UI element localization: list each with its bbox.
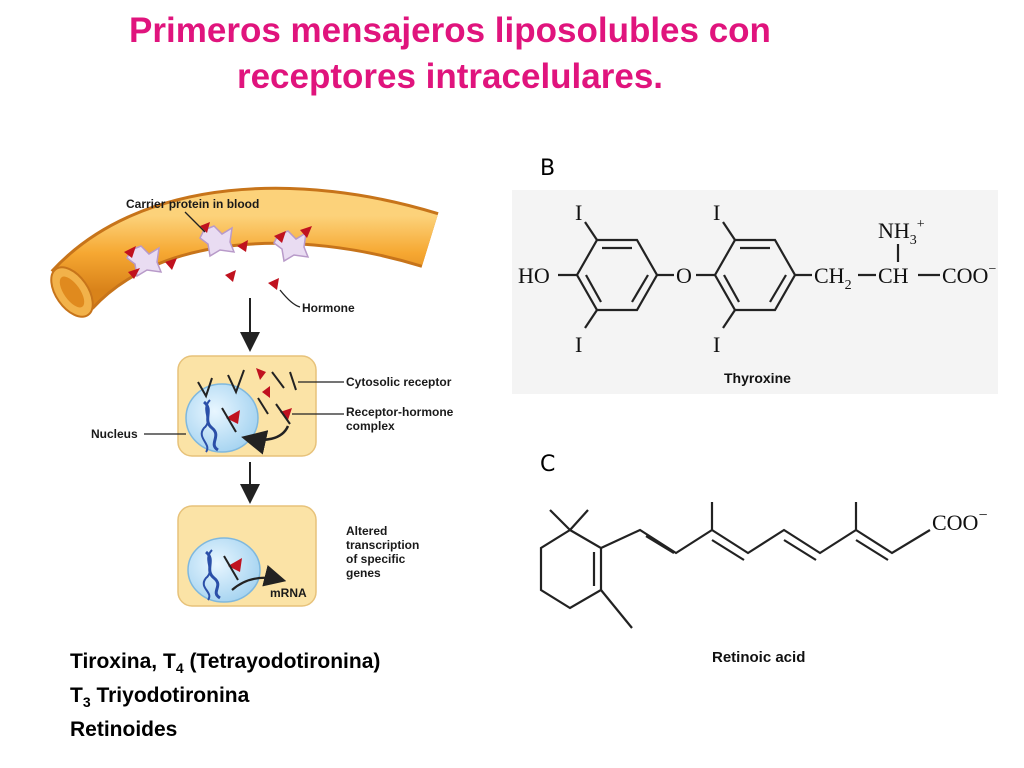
cell-transcription: mRNA (177, 505, 317, 607)
retinoic-coo: COO− (932, 507, 987, 535)
carrier-protein-2 (199, 225, 236, 258)
receptor-hormone-label-1: Receptor-hormone (346, 405, 454, 419)
thyroxine-iodine-3: I (713, 200, 720, 225)
thyroxine-iodine-4: I (713, 332, 720, 357)
carrier-protein-label: Carrier protein in blood (126, 197, 259, 211)
signaling-diagram: Carrier protein in blood Hormone Cyt (50, 186, 454, 607)
hormone-molecules (124, 222, 312, 290)
blood-vessel (50, 186, 439, 318)
title-line-1: Primeros mensajeros liposolubles con (129, 11, 771, 50)
thyroxine-ch2: CH2 (814, 263, 852, 293)
nucleus-label: Nucleus (91, 427, 138, 441)
thyroxine-iodine-2: I (575, 332, 582, 357)
nucleus-2 (187, 537, 261, 603)
hormone-list: Tiroxina, T4 (Tetrayodotironina) T3 Triy… (70, 648, 380, 744)
thyroxine-ch: CH (878, 263, 909, 288)
title-line-2: receptores intracelulares. (236, 57, 664, 96)
thyroxine-caption: Thyroxine (724, 370, 791, 386)
nucleus (185, 383, 259, 453)
cell-cytosol (177, 355, 317, 457)
panel-label-b: B (540, 156, 556, 181)
cytosolic-receptor-label: Cytosolic receptor (346, 375, 452, 389)
altered-label-2: transcription (346, 538, 419, 552)
receptor-hormone-label-2: complex (346, 419, 395, 433)
slide-title: Primeros mensajeros liposolubles con rec… (0, 8, 900, 100)
altered-label-1: Altered (346, 524, 387, 538)
thyroxine-iodine-1: I (575, 200, 582, 225)
retinoic-caption: Retinoic acid (712, 649, 805, 666)
hormone-list-item-t3: T3 Triyodotironina (70, 684, 250, 711)
carrier-protein-1 (126, 245, 163, 278)
altered-label-4: genes (346, 566, 381, 580)
hormone-list-item-t4: Tiroxina, T4 (Tetrayodotironina) (70, 650, 381, 677)
thyroxine-ho: HO (518, 263, 550, 288)
thyroxine-o: O (676, 263, 692, 288)
panel-label-c: C (540, 452, 556, 477)
mrna-label: mRNA (270, 586, 307, 600)
hormone-list-item-retinoids: Retinoides (70, 718, 178, 742)
retinoic-acid-structure: COO− Retinoic acid (539, 502, 987, 666)
thyroxine-nh3: NH3+ (878, 217, 925, 248)
thyroxine-structure: I I I I HO O CH2 CH COO− NH3+ Thyroxine (512, 190, 998, 394)
hormone-label: Hormone (302, 301, 355, 315)
thyroxine-coo: COO− (942, 262, 996, 288)
altered-label-3: of specific (346, 552, 406, 566)
